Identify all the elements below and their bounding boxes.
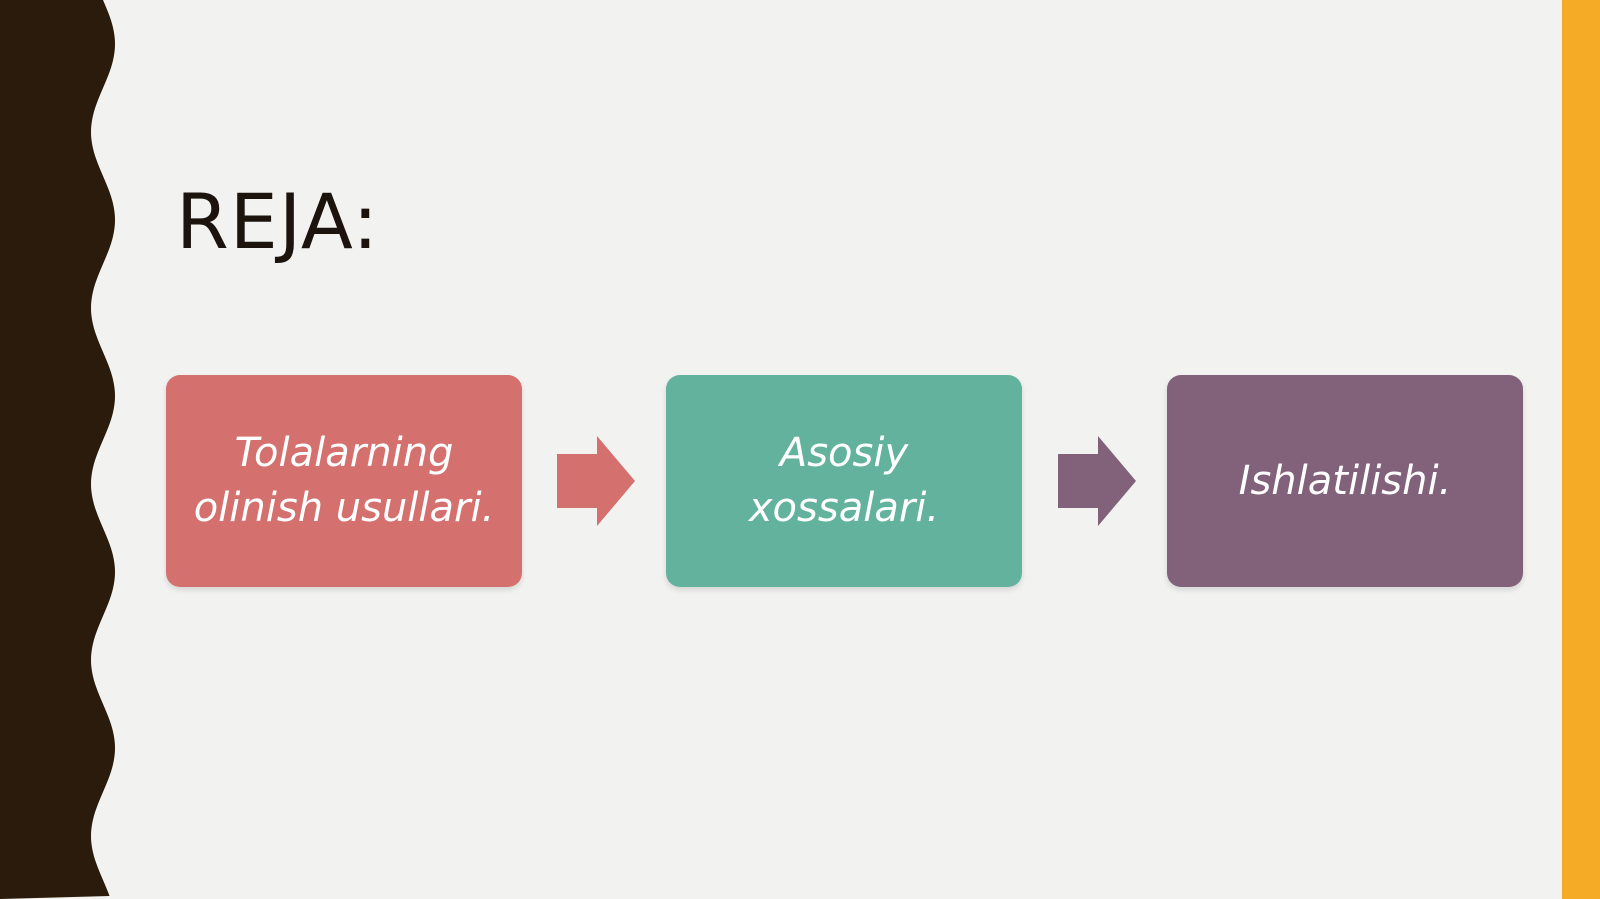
right-arrow-icon — [557, 436, 635, 526]
step-label-3: Ishlatilishi. — [1238, 457, 1452, 504]
slide-title: REJA: — [176, 177, 380, 266]
right-arrow-icon — [1058, 436, 1136, 526]
step-label-1: Tolalarning olinish usullari. — [193, 430, 495, 531]
accent-bar — [1562, 0, 1600, 899]
step-label-2: Asosiy xossalari. — [748, 430, 940, 531]
step-box-3: Ishlatilishi. — [1167, 375, 1523, 587]
step-box-1: Tolalarning olinish usullari. — [166, 375, 522, 587]
step-box-2: Asosiy xossalari. — [666, 375, 1022, 587]
wavy-border-decoration — [0, 0, 115, 899]
